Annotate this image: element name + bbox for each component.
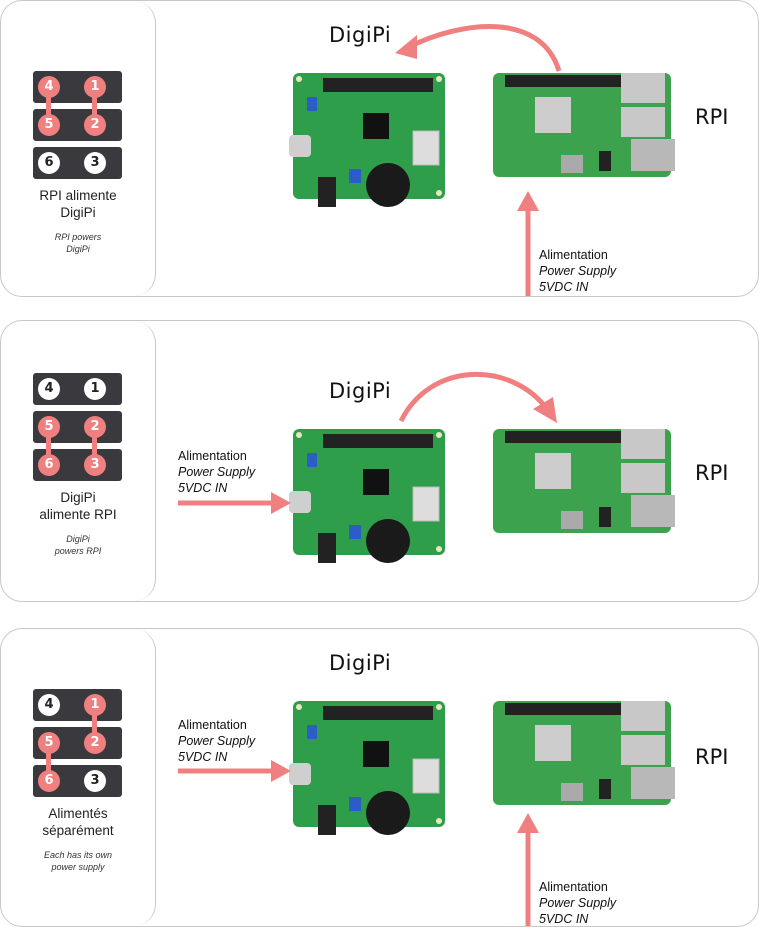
power-supply-label-digipi: Alimentation Power Supply 5VDC IN	[178, 717, 255, 765]
power-supply-label-rpi: Alimentation Power Supply 5VDC IN	[539, 879, 617, 926]
ps-fr: Alimentation	[178, 718, 247, 732]
power-supply-label: Alimentation Power Supply 5VDC IN	[539, 247, 616, 295]
jumper-link	[92, 427, 97, 465]
subcaption: RPI powers DigiPi	[1, 231, 155, 255]
ps-v: 5VDC IN	[539, 912, 589, 926]
caption-line: DigiPi	[60, 205, 96, 220]
subcaption-line: powers RPI	[54, 546, 102, 556]
caption: DigiPi alimente RPI	[1, 489, 155, 523]
ps-fr: Alimentation	[539, 248, 608, 262]
pin-1: 1	[84, 76, 106, 98]
pin-5: 5	[38, 114, 60, 136]
diagram-graphics	[289, 24, 675, 296]
panel-rpi-powers-digipi: 4 1 5 2 6 3 RPI alimente DigiPi RPI powe…	[0, 0, 759, 297]
arrow-head	[517, 813, 539, 833]
rpi-board-image	[493, 701, 675, 805]
pin-5: 5	[38, 732, 60, 754]
arrow-head	[517, 191, 539, 211]
pin-2: 2	[84, 732, 106, 754]
caption: Alimentés séparément	[1, 805, 155, 839]
pin-3: 3	[84, 152, 106, 174]
panel-digipi-powers-rpi: 4 1 5 2 6 3 DigiPi alimente RPI DigiPi p…	[0, 320, 759, 602]
ps-en: Power Supply	[178, 734, 256, 748]
jumper-link	[92, 87, 97, 125]
ps-v: 5VDC IN	[178, 750, 228, 764]
subcaption: Each has its own power supply	[1, 849, 155, 873]
pin-1: 1	[84, 694, 106, 716]
panel-separate-supplies: 4 1 5 2 6 3 Alimentés séparément Each ha…	[0, 628, 759, 927]
ps-v: 5VDC IN	[178, 481, 228, 495]
ps-fr: Alimentation	[539, 880, 608, 894]
rpi-label: RPI	[695, 745, 729, 769]
pin-3: 3	[84, 454, 106, 476]
digipi-board-image	[289, 429, 445, 563]
jumper-column: 4 1 5 2 6 3 RPI alimente DigiPi RPI powe…	[1, 1, 156, 296]
rpi-label: RPI	[695, 461, 729, 485]
pin-4: 4	[38, 694, 60, 716]
caption-line: séparément	[42, 823, 114, 838]
subcaption-line: DigiPi	[66, 244, 90, 254]
rpi-board-image	[493, 73, 675, 177]
jumper-link	[46, 87, 51, 125]
pin-2: 2	[84, 114, 106, 136]
pin-6: 6	[38, 152, 60, 174]
subcaption: DigiPi powers RPI	[1, 533, 155, 557]
jumper-link	[46, 427, 51, 465]
caption: RPI alimente DigiPi	[1, 187, 155, 221]
digipi-label: DigiPi	[329, 379, 392, 403]
digipi-board-image	[289, 73, 445, 207]
subcaption-line: DigiPi	[66, 534, 90, 544]
pin-5: 5	[38, 416, 60, 438]
pin-2: 2	[84, 416, 106, 438]
subcaption-line: power supply	[51, 862, 105, 872]
pin-6: 6	[38, 770, 60, 792]
power-flow-arrow	[398, 371, 549, 423]
rpi-label: RPI	[695, 105, 729, 129]
arrow-head	[271, 492, 291, 514]
ps-en: Power Supply	[539, 264, 617, 278]
arrow-head	[533, 397, 557, 423]
arrow-head	[271, 760, 291, 782]
jumper-column: 4 1 5 2 6 3 DigiPi alimente RPI DigiPi p…	[1, 321, 156, 601]
pin-4: 4	[38, 76, 60, 98]
diagram-graphics	[178, 701, 675, 926]
jumper-column: 4 1 5 2 6 3 Alimentés séparément Each ha…	[1, 629, 156, 926]
diagram-graphics	[178, 371, 675, 563]
pin-1: 1	[84, 378, 106, 400]
rpi-board-image	[493, 429, 675, 533]
power-supply-label: Alimentation Power Supply 5VDC IN	[178, 448, 255, 496]
caption-line: DigiPi	[60, 490, 96, 505]
ps-fr: Alimentation	[178, 449, 247, 463]
subcaption-line: RPI powers	[54, 232, 102, 242]
digipi-board-image	[289, 701, 445, 835]
jumper-link	[92, 705, 97, 743]
jumper-link	[46, 743, 51, 781]
pin-4: 4	[38, 378, 60, 400]
pin-3: 3	[84, 770, 106, 792]
ps-en: Power Supply	[178, 465, 256, 479]
power-flow-arrow	[407, 24, 562, 72]
caption-line: alimente RPI	[39, 507, 117, 522]
caption-line: RPI alimente	[39, 188, 117, 203]
digipi-label: DigiPi	[329, 23, 392, 47]
pin-6: 6	[38, 454, 60, 476]
ps-v: 5VDC IN	[539, 280, 589, 294]
arrow-head	[395, 35, 417, 59]
ps-en: Power Supply	[539, 896, 617, 910]
digipi-label: DigiPi	[329, 651, 392, 675]
caption-line: Alimentés	[48, 806, 108, 821]
subcaption-line: Each has its own	[43, 850, 113, 860]
